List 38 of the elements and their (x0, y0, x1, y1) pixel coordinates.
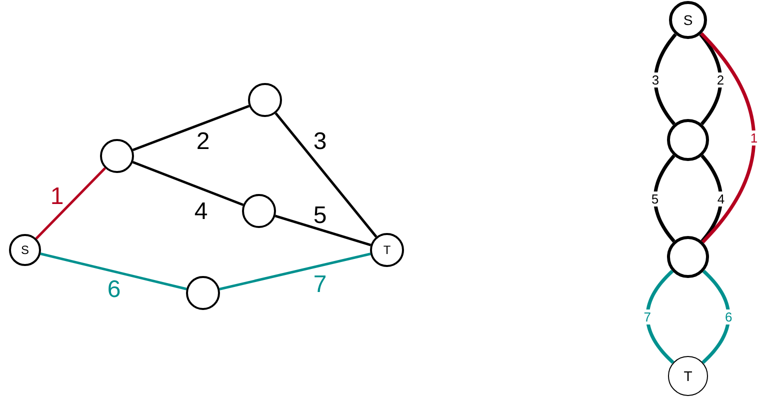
empty-node-circle (242, 194, 276, 228)
edge-label: 6 (107, 278, 121, 302)
graph-edge (274, 214, 372, 246)
edge-label: 7 (644, 309, 651, 324)
edge-label: 2 (716, 72, 724, 88)
empty-node-circle (667, 119, 709, 161)
graph-edge (699, 33, 722, 126)
empty-node-circle (667, 236, 709, 278)
labeled-node-circle: T (668, 356, 708, 396)
empty-node-circle (100, 139, 134, 173)
edge-label: 7 (313, 273, 327, 297)
edge-label: 3 (313, 130, 327, 154)
edge-label: 4 (194, 200, 208, 224)
edge-label: 5 (313, 204, 327, 228)
graph-edge (219, 252, 371, 290)
edge-label: 1 (50, 185, 64, 209)
graph-edge (702, 270, 730, 364)
graph-edge (132, 160, 244, 206)
graph-edge (40, 252, 187, 290)
graph-edge (35, 167, 106, 240)
labeled-node-circle: T (370, 233, 404, 267)
labeled-node-circle: S (9, 234, 41, 266)
labeled-node-circle: S (669, 1, 707, 39)
graph-edge (654, 33, 677, 126)
edge-label: 2 (196, 130, 210, 154)
edge-label: 1 (750, 130, 758, 146)
edge-label: 6 (725, 309, 732, 324)
graph-edge (700, 154, 723, 242)
empty-node-circle (186, 276, 220, 310)
graph-edge (653, 154, 676, 242)
edge-label: 3 (652, 72, 660, 88)
graph-edge (700, 32, 756, 244)
empty-node-circle (248, 83, 282, 117)
edge-label: 4 (717, 191, 725, 206)
graph-edge (132, 104, 250, 152)
graph-edge (646, 270, 674, 364)
edge-label: 5 (651, 191, 659, 206)
graph-edge (274, 112, 378, 238)
